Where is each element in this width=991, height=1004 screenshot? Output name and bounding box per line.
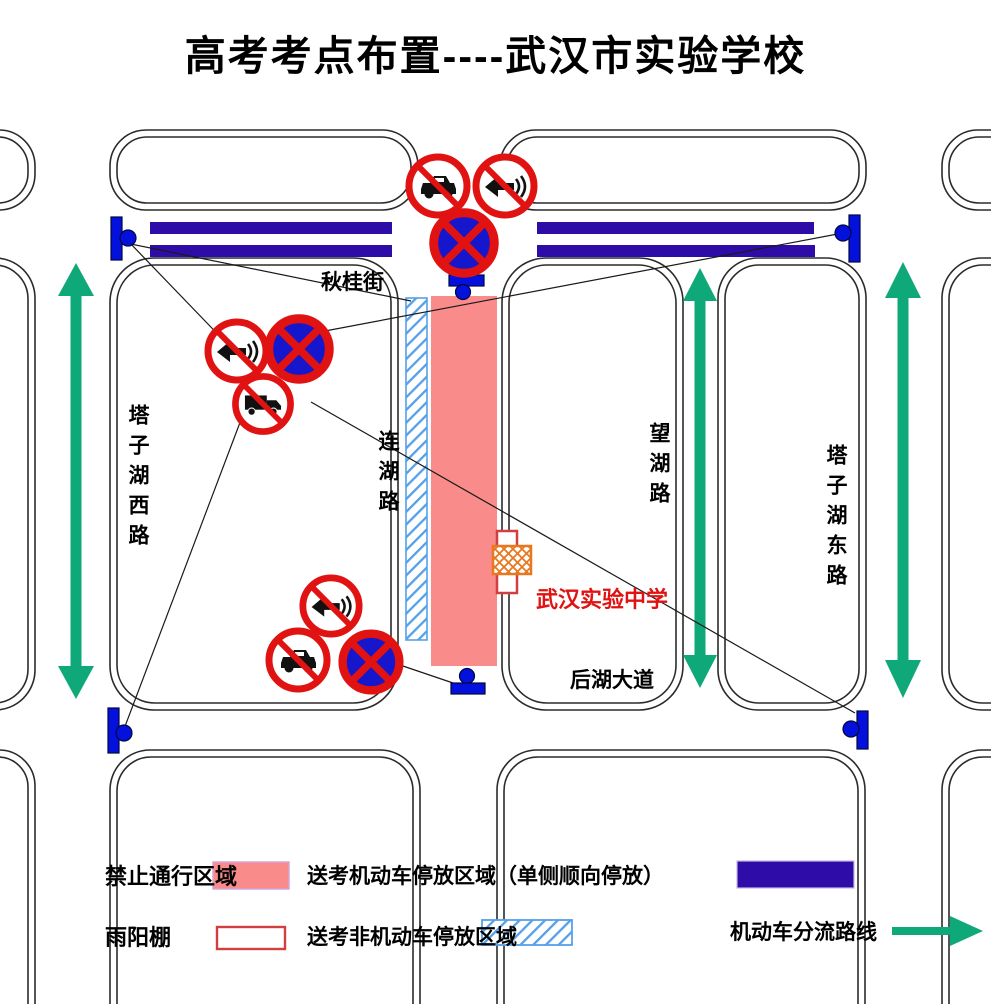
street-label-lianhu: 连湖路 bbox=[376, 430, 399, 520]
no-horn-sign-icon bbox=[476, 157, 534, 215]
street-label-wanghu: 望湖路 bbox=[647, 422, 670, 512]
street-label-qiugui: 秋桂街 bbox=[321, 271, 384, 294]
gate-barriers bbox=[107, 214, 869, 754]
gate-south bbox=[450, 667, 486, 695]
street-label-tazihu-east: 塔子湖东路 bbox=[824, 444, 847, 594]
legend-label-motor-parking: 送考机动车停放区域（单侧顺向停放） bbox=[307, 865, 664, 888]
no-stopping-sign-icon bbox=[343, 634, 400, 691]
no-horn-sign-icon bbox=[208, 322, 266, 380]
no-stopping-sign-icon bbox=[269, 319, 329, 379]
legend-motor-parking-swatch bbox=[736, 860, 855, 889]
gate-north bbox=[448, 274, 485, 301]
no-car-sign-icon bbox=[409, 157, 467, 215]
forbidden-zone bbox=[431, 296, 497, 666]
gate-southwest bbox=[107, 707, 133, 754]
legend-forbidden-swatch bbox=[212, 861, 290, 890]
legend-non-motor-swatch bbox=[481, 919, 573, 946]
legend-label-forbidden: 禁止通行区域 bbox=[105, 864, 238, 889]
legend-canopy-swatch bbox=[215, 925, 287, 951]
legend-label-diversion: 机动车分流路线 bbox=[730, 921, 877, 944]
no-car-sign-icon bbox=[269, 631, 327, 689]
street-label-tazihu-west: 塔子湖西路 bbox=[126, 404, 149, 554]
school-gate-shelter bbox=[491, 544, 533, 576]
gate-northwest bbox=[110, 216, 137, 261]
no-truck-sign-icon bbox=[235, 376, 290, 431]
legend-label-canopy: 雨阳棚 bbox=[105, 925, 172, 950]
gate-northeast bbox=[834, 214, 861, 263]
legend-swatches bbox=[212, 860, 983, 951]
school-name-label: 武汉实验中学 bbox=[536, 587, 669, 612]
street-label-houhu: 后湖大道 bbox=[570, 669, 654, 692]
non-motor-parking-strip bbox=[405, 297, 428, 641]
motor-parking-bars bbox=[150, 222, 815, 257]
gate-southeast bbox=[842, 710, 869, 750]
legend-label-non-motor: 送考非机动车停放区域 bbox=[307, 926, 517, 949]
no-horn-sign-icon bbox=[303, 578, 359, 634]
diversion-arrows bbox=[58, 262, 921, 699]
no-stopping-sign-icon bbox=[434, 213, 494, 273]
legend-diversion-arrow bbox=[892, 916, 983, 946]
page-title: 高考考点布置----武汉市实验学校 bbox=[184, 33, 807, 79]
